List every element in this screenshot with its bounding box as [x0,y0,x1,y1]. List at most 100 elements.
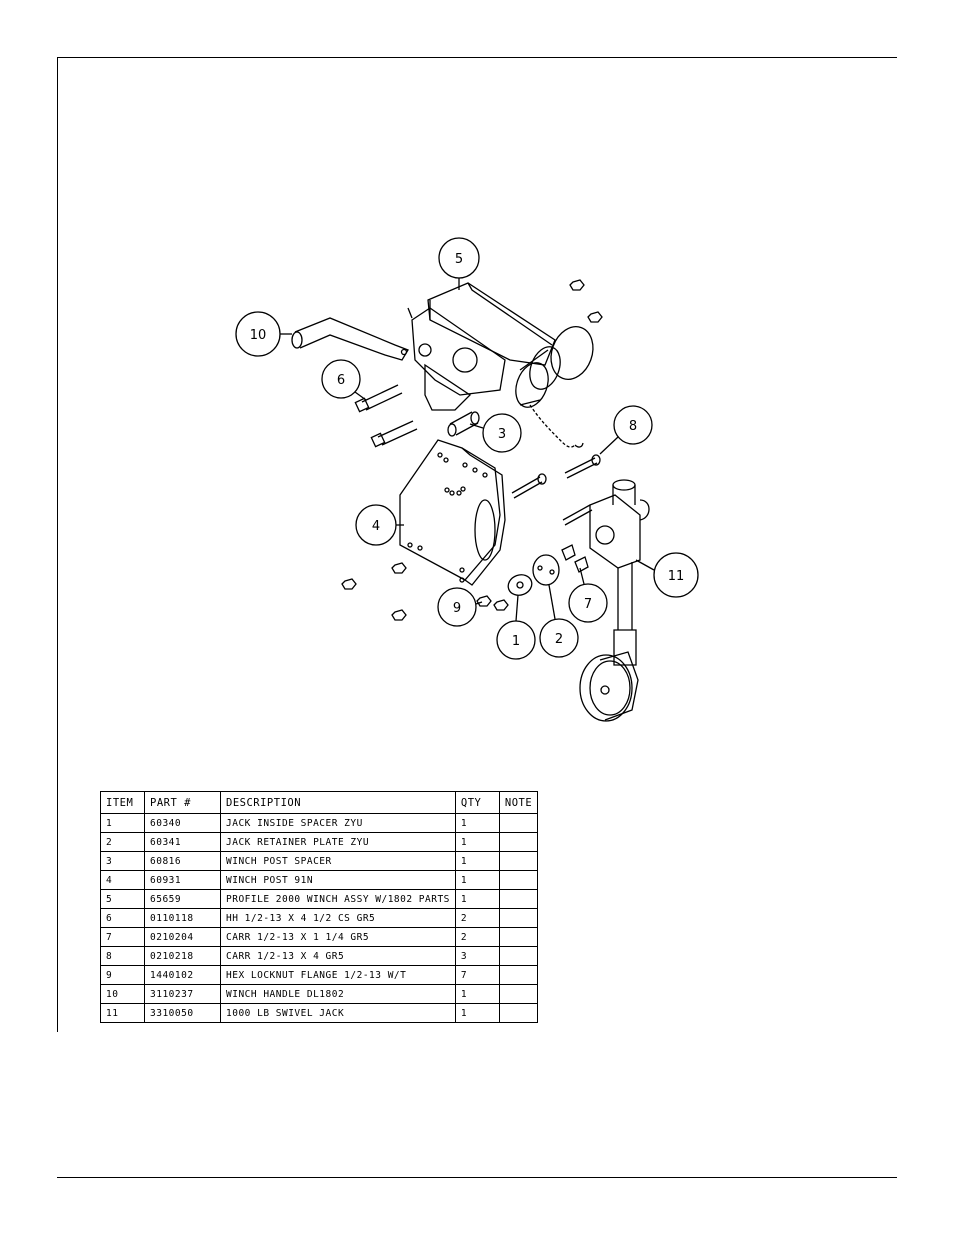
table-row: 4 60931 WINCH POST 91N 1 [100,870,539,890]
cell-part-number: 3310050 [144,1003,221,1023]
callout-4-label: 4 [372,519,380,534]
callout-6: 6 [321,359,367,401]
cell-qty: 1 [454,1003,500,1023]
cell-note [498,927,539,947]
cell-item: 4 [100,870,145,890]
cell-note [498,984,539,1004]
callout-8-label: 8 [629,419,637,434]
winch-assembly [407,282,594,448]
cell-part-number: 0110118 [144,908,221,928]
cell-part-number: 1440102 [144,965,221,985]
cell-qty: 1 [454,984,500,1004]
cell-note [498,946,539,966]
cell-note [498,889,539,909]
header-note: NOTE [498,791,539,814]
cell-description: WINCH POST SPACER [220,851,456,871]
cell-qty: 7 [454,965,500,985]
cell-description: HH 1/2-13 X 4 1/2 CS GR5 [220,908,456,928]
cell-qty: 1 [454,851,500,871]
cell-note [498,870,539,890]
cell-qty: 1 [454,870,500,890]
page-frame-left-line [57,57,58,1032]
callout-4: 4 [355,504,404,546]
cell-item: 6 [100,908,145,928]
parts-list-table: ITEM PART # DESCRIPTION QTY NOTE 1 60340… [100,791,539,1023]
cell-description: CARR 1/2-13 X 4 GR5 [220,946,456,966]
callout-2-label: 2 [555,632,563,647]
cell-note [498,908,539,928]
cell-part-number: 60931 [144,870,221,890]
callout-5-label: 5 [455,252,463,267]
cell-note [498,832,539,852]
cell-note [498,965,539,985]
cell-part-number: 60341 [144,832,221,852]
cell-qty: 2 [454,908,500,928]
short-carriage-bolts [561,544,589,573]
swivel-jack [579,479,650,722]
cell-item: 11 [100,1003,145,1023]
cell-description: 1000 LB SWIVEL JACK [220,1003,456,1023]
winch-post-plate [399,439,506,586]
header-part-number: PART # [144,791,221,814]
cell-item: 2 [100,832,145,852]
callout-11-label: 11 [668,569,685,584]
callout-3: 3 [469,413,522,453]
cell-item: 5 [100,889,145,909]
callout-3-label: 3 [498,427,506,442]
table-row: 5 65659 PROFILE 2000 WINCH ASSY W/1802 P… [100,889,539,909]
parts-list-header-row: ITEM PART # DESCRIPTION QTY NOTE [100,791,539,814]
table-row: 3 60816 WINCH POST SPACER 1 [100,851,539,871]
table-row: 8 0210218 CARR 1/2-13 X 4 GR5 3 [100,946,539,966]
callout-2: 2 [539,584,579,658]
cell-note [498,813,539,833]
callout-9-label: 9 [453,601,461,616]
callout-10-label: 10 [250,328,267,343]
winch-handle [291,317,409,361]
cell-qty: 1 [454,813,500,833]
cell-note [498,1003,539,1023]
cell-note [498,851,539,871]
table-row: 2 60341 JACK RETAINER PLATE ZYU 1 [100,832,539,852]
header-description: DESCRIPTION [220,791,456,814]
callout-7: 7 [568,567,608,623]
hex-head-bolts [354,384,418,448]
cell-qty: 3 [454,946,500,966]
header-item: ITEM [100,791,145,814]
cell-part-number: 0210204 [144,927,221,947]
cell-description: HEX LOCKNUT FLANGE 1/2-13 W/T [220,965,456,985]
cell-part-number: 60816 [144,851,221,871]
callout-7-label: 7 [584,597,592,612]
cell-description: WINCH POST 91N [220,870,456,890]
callout-6-label: 6 [337,373,345,388]
winch-post-spacer [447,411,480,437]
callout-9: 9 [437,587,483,627]
page-frame-top-line [57,57,897,58]
hex-locknuts [341,279,603,621]
jack-spacer-and-retainer [507,554,560,596]
table-row: 9 1440102 HEX LOCKNUT FLANGE 1/2-13 W/T … [100,965,539,985]
table-row: 10 3110237 WINCH HANDLE DL1802 1 [100,984,539,1004]
cell-description: CARR 1/2-13 X 1 1/4 GR5 [220,927,456,947]
cell-qty: 2 [454,927,500,947]
cell-qty: 1 [454,832,500,852]
header-qty: QTY [454,791,500,814]
carriage-bolts [511,454,601,526]
cell-part-number: 65659 [144,889,221,909]
cell-item: 3 [100,851,145,871]
cell-qty: 1 [454,889,500,909]
cell-item: 10 [100,984,145,1004]
callout-8: 8 [599,405,653,455]
table-row: 7 0210204 CARR 1/2-13 X 1 1/4 GR5 2 [100,927,539,947]
table-row: 11 3310050 1000 LB SWIVEL JACK 1 [100,1003,539,1023]
cell-part-number: 60340 [144,813,221,833]
callout-11: 11 [635,552,699,598]
cell-description: JACK INSIDE SPACER ZYU [220,813,456,833]
cell-description: JACK RETAINER PLATE ZYU [220,832,456,852]
table-row: 6 0110118 HH 1/2-13 X 4 1/2 CS GR5 2 [100,908,539,928]
footer-rule [57,1177,897,1178]
callout-1-label: 1 [512,634,520,649]
cell-item: 1 [100,813,145,833]
table-row: 1 60340 JACK INSIDE SPACER ZYU 1 [100,813,539,833]
cell-item: 7 [100,927,145,947]
